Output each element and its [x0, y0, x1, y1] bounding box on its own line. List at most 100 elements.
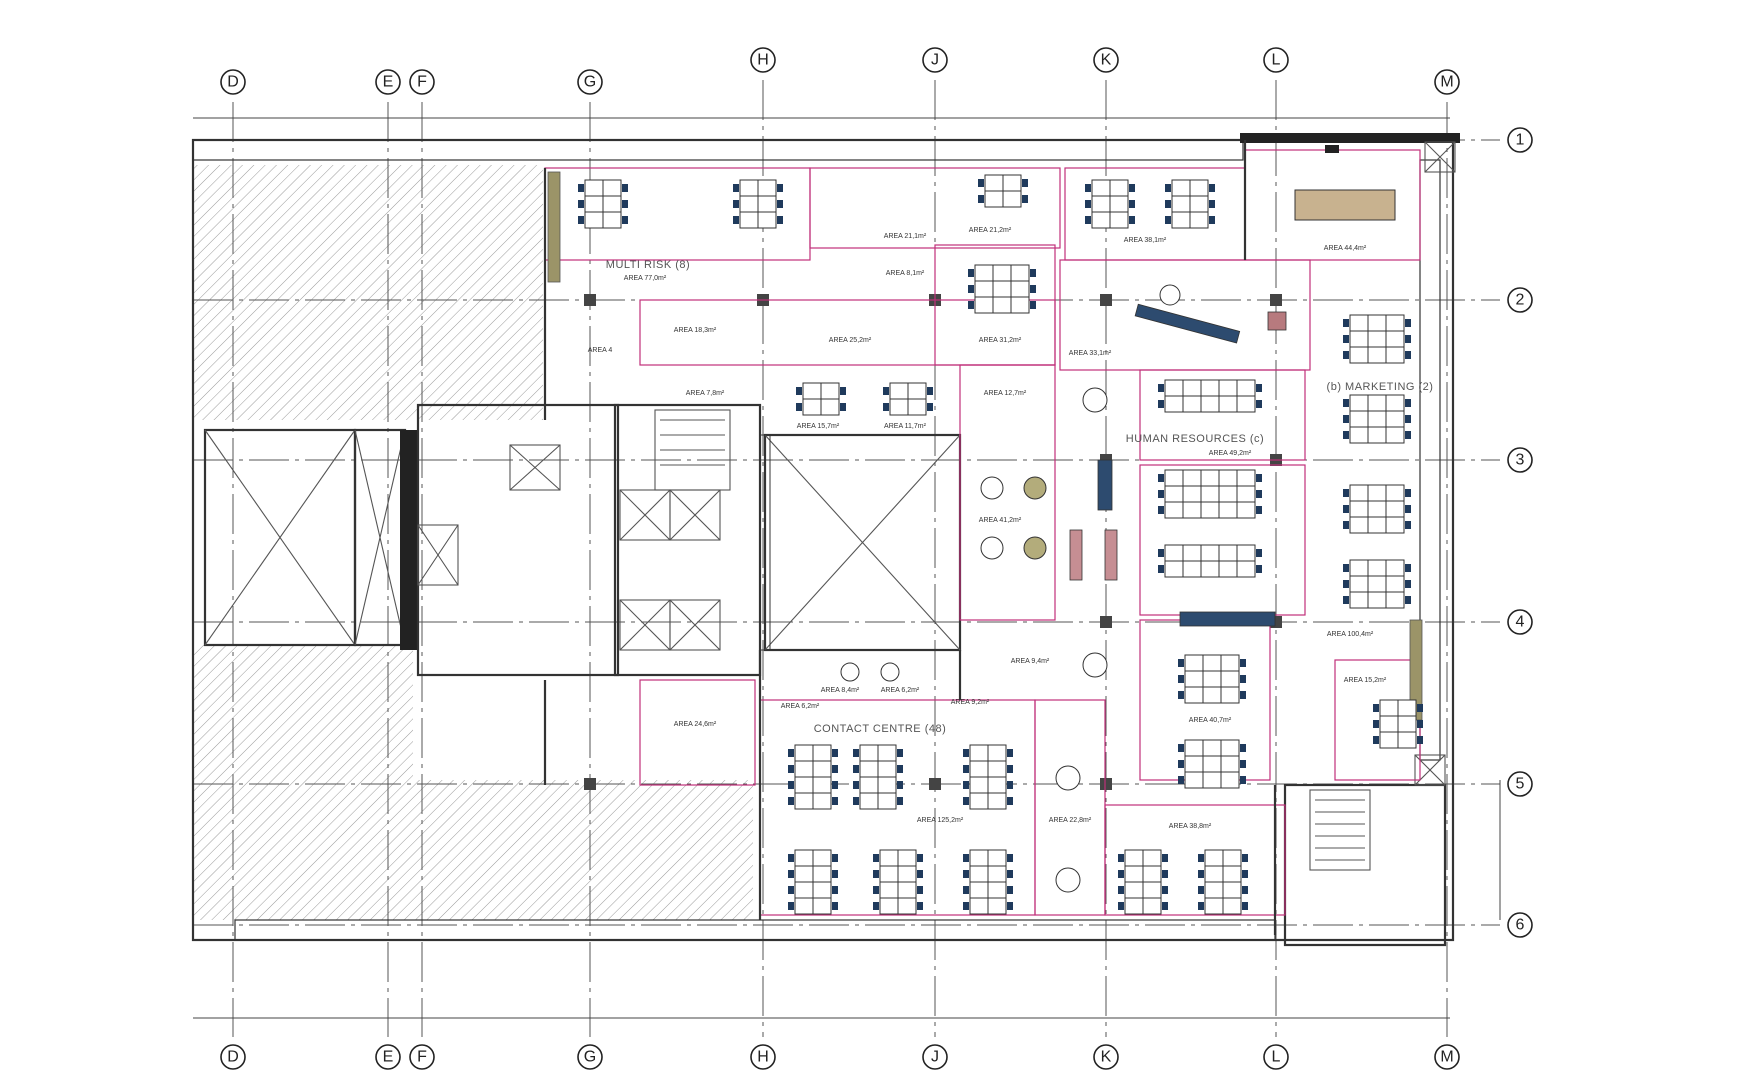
structural-column: [584, 294, 596, 306]
grid-bubble-row-3: 3: [1507, 447, 1533, 473]
grid-bubble-col-m-top: M: [1434, 69, 1460, 95]
area-label-a-mkt: AREA 100,4m²: [1327, 631, 1374, 638]
area-label-a-meet5: AREA 11,7m²: [884, 423, 927, 430]
grid-bubble-col-m-bottom: M: [1434, 1044, 1460, 1070]
hatched-zone-left-top: [193, 165, 543, 420]
desk-cluster-cc-5: [873, 849, 923, 915]
desk-cluster-cc-7: [1118, 849, 1168, 915]
svg-text:K: K: [1101, 52, 1112, 69]
svg-text:H: H: [757, 52, 769, 69]
hr-sofas: [1069, 303, 1287, 627]
area-label-a-meet6: AREA 12,7m²: [984, 390, 1027, 397]
area-label-a-top-meet2: AREA 21,2m²: [969, 227, 1012, 234]
core-area: [203, 403, 962, 677]
svg-text:M: M: [1440, 74, 1453, 91]
grid-bubble-col-h-top: H: [750, 47, 776, 73]
svg-text:G: G: [584, 74, 596, 91]
desk-cluster-mkt-4: [1343, 559, 1411, 609]
area-label-a-cc3: AREA 38,8m²: [1169, 823, 1212, 830]
structural-column: [929, 778, 941, 790]
svg-text:L: L: [1272, 1049, 1281, 1066]
grid-bubble-row-4: 4: [1507, 609, 1533, 635]
desk-cluster-office: [1373, 699, 1423, 749]
dept-label-multi-risk: MULTI RISK (8): [606, 259, 690, 271]
area-label-a-small3: AREA 6,2m²: [881, 687, 920, 694]
dept-label-marketing: (b) MARKETING (2): [1327, 381, 1434, 393]
grid-bubble-row-5: 5: [1507, 771, 1533, 797]
area-label-a-corr1: AREA 18,3m²: [674, 327, 717, 334]
desk-cluster-hr-5: [1178, 739, 1246, 789]
area-label-a-small2: AREA 9,4m²: [1011, 658, 1050, 665]
svg-text:F: F: [417, 74, 427, 91]
grid-bubble-col-g-top: G: [577, 69, 603, 95]
desk-cluster-mkt-2: [1343, 394, 1411, 444]
desk-cluster-hr-4: [1178, 654, 1246, 704]
area-label-a-break: AREA 41,2m²: [979, 517, 1022, 524]
svg-text:E: E: [383, 1049, 394, 1066]
area-label-a-office: AREA 15,2m²: [1344, 677, 1387, 684]
svg-text:5: 5: [1516, 776, 1525, 793]
desk-cluster-meet-4: [796, 382, 846, 416]
desk-cluster-top-1: [978, 174, 1028, 208]
area-label-a-corr2: AREA 25,2m²: [829, 337, 872, 344]
desk-cluster-cc-1: [788, 744, 838, 810]
svg-text:D: D: [227, 1049, 239, 1066]
hatched-zone-left-mid: [193, 645, 413, 780]
grid-bubble-col-d-bottom: D: [220, 1044, 246, 1070]
area-label-a-hr: AREA 49,2m²: [1209, 450, 1252, 457]
desk-cluster-cc-8: [1198, 849, 1248, 915]
desk-cluster-top-3: [1165, 179, 1215, 229]
curtain-wall-bottom: [234, 919, 1276, 941]
grid-bubble-col-f-bottom: F: [409, 1044, 435, 1070]
grid-bubble-col-j-bottom: J: [922, 1044, 948, 1070]
area-label-a-multi-risk: AREA 77,0m²: [624, 275, 667, 282]
area-label-a-small6: AREA 6,2m²: [781, 703, 820, 710]
svg-text:H: H: [757, 1049, 769, 1066]
boardroom-table: [1294, 145, 1396, 221]
grid-bubble-col-j-top: J: [922, 47, 948, 73]
grid-bubble-row-1: 1: [1507, 127, 1533, 153]
grid-bubble-col-e-top: E: [375, 69, 401, 95]
structural-column: [584, 778, 596, 790]
area-label-a-cc2: AREA 22,8m²: [1049, 817, 1092, 824]
desk-cluster-cc-6: [963, 849, 1013, 915]
structural-column: [1270, 294, 1282, 306]
area-label-a-meet3: AREA 31,2m²: [979, 337, 1022, 344]
desk-cluster-cc-3: [963, 744, 1013, 810]
curtain-wall-right: [1419, 159, 1441, 761]
desk-cluster-mr-2: [733, 179, 783, 229]
svg-text:K: K: [1101, 1049, 1112, 1066]
structural-column: [1100, 294, 1112, 306]
svg-text:3: 3: [1516, 452, 1525, 469]
desk-cluster-cc-4: [788, 849, 838, 915]
grid-bubble-row-2: 2: [1507, 287, 1533, 313]
area-label-a-hr2: AREA 40,7m²: [1189, 717, 1232, 724]
svg-text:M: M: [1440, 1049, 1453, 1066]
grid-bubble-col-f-top: F: [409, 69, 435, 95]
curtain-wall-top: [192, 139, 1244, 161]
desk-cluster-meet-5: [883, 382, 933, 416]
svg-text:J: J: [931, 1049, 939, 1066]
area-label-a-small4: AREA 8,4m²: [821, 687, 860, 694]
corner-top-right: [1240, 133, 1460, 143]
hatched-zone-left-bottom: [193, 780, 753, 920]
desk-cluster-mkt-3: [1343, 484, 1411, 534]
desk-cluster-cc-2: [853, 744, 903, 810]
grid-bubble-col-k-top: K: [1093, 47, 1119, 73]
area-label-a-board: AREA 44,4m²: [1324, 245, 1367, 252]
svg-text:D: D: [227, 74, 239, 91]
structural-column: [1100, 616, 1112, 628]
area-label-a-left1: AREA 4: [588, 347, 613, 354]
desk-cluster-meet-3: [968, 264, 1036, 314]
round-tables: [840, 284, 1181, 893]
area-label-a-top-desk: AREA 38,1m²: [1124, 237, 1167, 244]
desk-cluster-top-2: [1085, 179, 1135, 229]
workstations: [578, 174, 1423, 915]
grid-bubble-col-l-top: L: [1263, 47, 1289, 73]
desk-cluster-hr-1: [1158, 379, 1262, 413]
svg-text:J: J: [931, 52, 939, 69]
svg-text:4: 4: [1516, 614, 1525, 631]
desk-cluster-hr-3: [1158, 544, 1262, 578]
